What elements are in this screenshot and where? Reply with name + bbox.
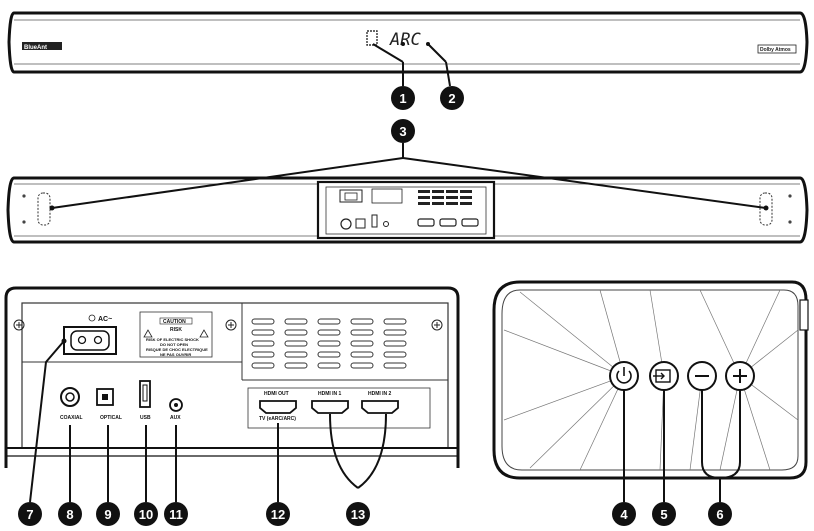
aux-label: AUX xyxy=(170,415,181,421)
callout-3: 3 xyxy=(391,119,415,143)
hdmi-out-port xyxy=(259,400,297,414)
input-button xyxy=(649,361,679,391)
hdmi-out-label: HDMI OUT xyxy=(264,391,289,397)
hdmi-in-2-port xyxy=(361,400,399,414)
brand-logo xyxy=(22,42,62,50)
svg-text:2: 2 xyxy=(448,91,455,106)
callout-6: 6 xyxy=(708,502,732,526)
hdmi-in-2-label: HDMI IN 2 xyxy=(368,391,392,397)
coaxial-label: COAXIAL xyxy=(60,415,83,421)
caution-label: CAUTION RISK RISK OF ELECTRIC SHOCK DO N… xyxy=(139,311,213,358)
caution-sub: RISK xyxy=(170,327,182,333)
volume-up-button xyxy=(725,361,755,391)
display-indicator xyxy=(366,30,378,46)
ac-label: AC~ xyxy=(98,316,112,323)
display-text: ARC xyxy=(389,30,421,50)
soundbar-front-view: BlueAnt Dolby Atmos ARC xyxy=(7,11,809,74)
plus-icon xyxy=(733,369,747,383)
soundbar-top-view xyxy=(492,280,809,480)
callout-13: 13 xyxy=(346,502,370,526)
callout-12: 12 xyxy=(266,502,290,526)
optical-port xyxy=(96,388,114,406)
hdmi-out-sub-label: TV (eARC/ARC) xyxy=(259,416,296,422)
svg-text:8: 8 xyxy=(66,507,73,522)
coaxial-port xyxy=(60,387,80,407)
svg-text:6: 6 xyxy=(716,507,723,522)
usb-label: USB xyxy=(140,415,151,421)
caution-line-1: RISK OF ELECTRIC SHOCK xyxy=(146,337,199,342)
brand-right-label: Dolby Atmos xyxy=(760,47,791,53)
warning-icon xyxy=(143,329,209,338)
wall-mount-slot-left xyxy=(37,192,51,226)
back-panel-closeup: AC~ CAUTION RISK RISK OF ELECTRIC SHOCK … xyxy=(4,286,460,468)
svg-text:10: 10 xyxy=(139,507,153,522)
volume-down-button xyxy=(687,361,717,391)
input-icon xyxy=(653,369,671,383)
caution-title: CAUTION xyxy=(163,319,186,325)
power-button xyxy=(609,361,639,391)
callout-9: 9 xyxy=(96,502,120,526)
svg-text:1: 1 xyxy=(399,91,406,106)
caution-line-3: RISQUE DE CHOC ELECTRIQUE xyxy=(146,347,208,352)
callout-8: 8 xyxy=(58,502,82,526)
svg-text:11: 11 xyxy=(169,507,183,522)
soundbar-rear-view xyxy=(6,176,809,244)
brand-left-label: BlueAnt xyxy=(24,45,47,51)
svg-text:9: 9 xyxy=(104,507,111,522)
callout-5: 5 xyxy=(652,502,676,526)
hdmi-in-1-label: HDMI IN 1 xyxy=(318,391,342,397)
power-icon xyxy=(616,367,632,384)
caution-line-2: DO NOT OPEN xyxy=(160,342,188,347)
callout-7: 7 xyxy=(18,502,42,526)
svg-text:3: 3 xyxy=(399,124,406,139)
hdmi-in-1-port xyxy=(311,400,349,414)
svg-text:13: 13 xyxy=(351,507,365,522)
svg-text:4: 4 xyxy=(620,507,628,522)
vent-grille xyxy=(251,318,407,369)
callout-11: 11 xyxy=(164,502,188,526)
dolby-logo xyxy=(757,44,797,54)
usb-port xyxy=(139,380,151,408)
ac-inlet-icon xyxy=(63,326,117,355)
wall-mount-slot-right xyxy=(759,192,773,226)
svg-text:7: 7 xyxy=(26,507,33,522)
callout-4: 4 xyxy=(612,502,636,526)
svg-text:5: 5 xyxy=(660,507,667,522)
callout-2: 2 xyxy=(440,86,464,110)
caution-line-4: NE PAS OUVRIR xyxy=(160,352,191,357)
svg-text:12: 12 xyxy=(271,507,285,522)
callout-1: 1 xyxy=(391,86,415,110)
aux-port xyxy=(169,398,183,412)
callout-10: 10 xyxy=(134,502,158,526)
optical-label: OPTICAL xyxy=(100,415,122,421)
